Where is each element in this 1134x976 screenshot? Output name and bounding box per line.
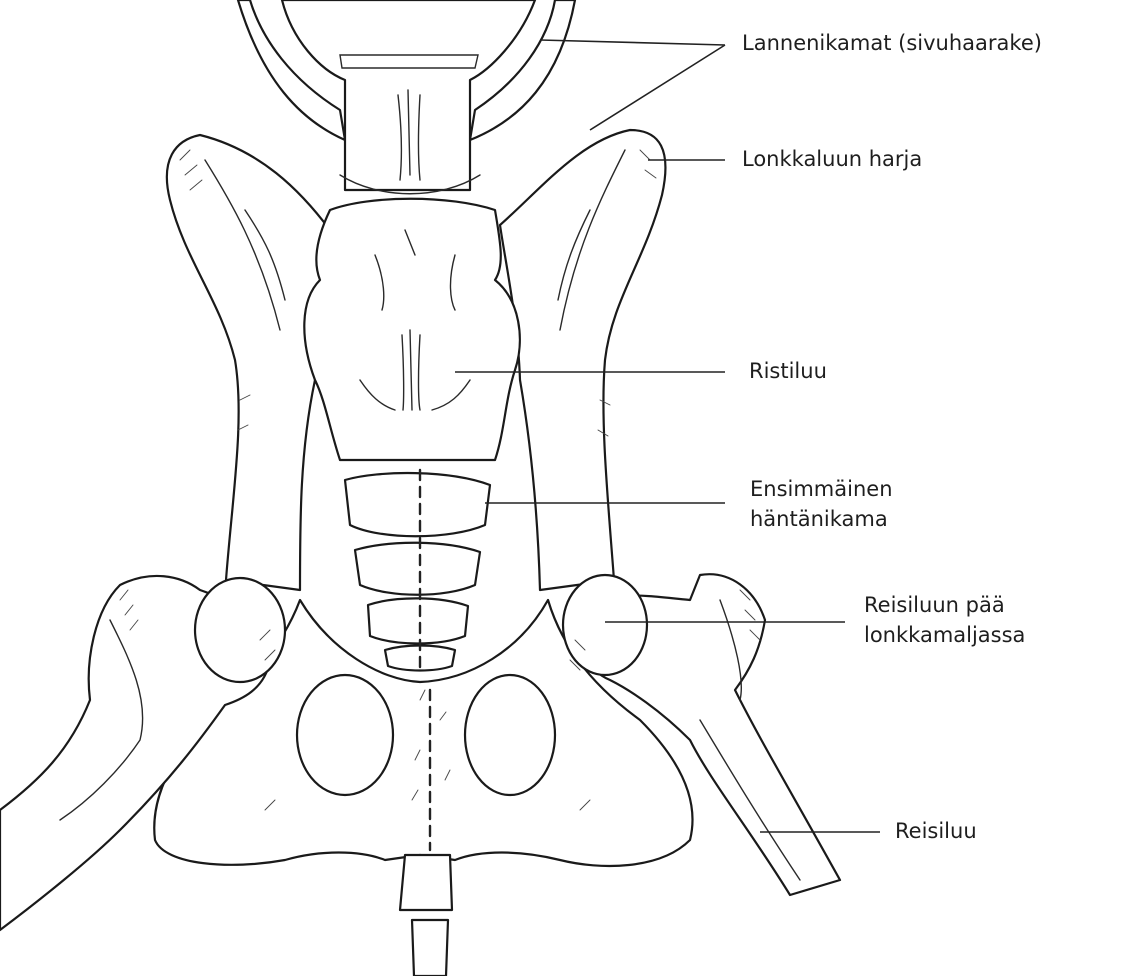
label-femur-head-line2: lonkkamaljassa xyxy=(864,620,1025,650)
ilium-left xyxy=(167,135,330,590)
label-femur-head-line1: Reisiluun pää xyxy=(864,590,1025,620)
coccyx-lower xyxy=(412,920,448,976)
tail-vertebra-2 xyxy=(355,543,480,595)
label-iliac-crest-text: Lonkkaluun harja xyxy=(742,144,922,174)
label-first-tail-vertebra-line1: Ensimmäinen xyxy=(750,474,893,504)
tail-vertebra-1 xyxy=(345,473,490,536)
label-lumbar-text: Lannenikamat (sivuhaarake) xyxy=(742,28,1042,58)
femur-head-right xyxy=(563,575,647,675)
femur-head-left xyxy=(195,578,285,682)
coccyx-upper xyxy=(400,855,452,910)
label-iliac-crest: Lonkkaluun harja xyxy=(742,144,922,174)
label-first-tail-vertebra-line2: häntänikama xyxy=(750,504,893,534)
label-sacrum: Ristiluu xyxy=(749,356,827,386)
sacrum xyxy=(304,199,520,460)
obturator-foramen-left xyxy=(297,675,393,795)
obturator-foramen-right xyxy=(465,675,555,795)
leader-lumbar xyxy=(540,40,725,130)
label-femur-text: Reisiluu xyxy=(895,816,977,846)
label-femur: Reisiluu xyxy=(895,816,977,846)
label-femur-head: Reisiluun pää lonkkamaljassa xyxy=(864,590,1025,650)
label-sacrum-text: Ristiluu xyxy=(749,356,827,386)
tail-vertebra-3 xyxy=(368,598,468,643)
label-first-tail-vertebra: Ensimmäinen häntänikama xyxy=(750,474,893,534)
label-lumbar: Lannenikamat (sivuhaarake) xyxy=(742,28,1042,58)
ilium-right xyxy=(500,130,665,590)
